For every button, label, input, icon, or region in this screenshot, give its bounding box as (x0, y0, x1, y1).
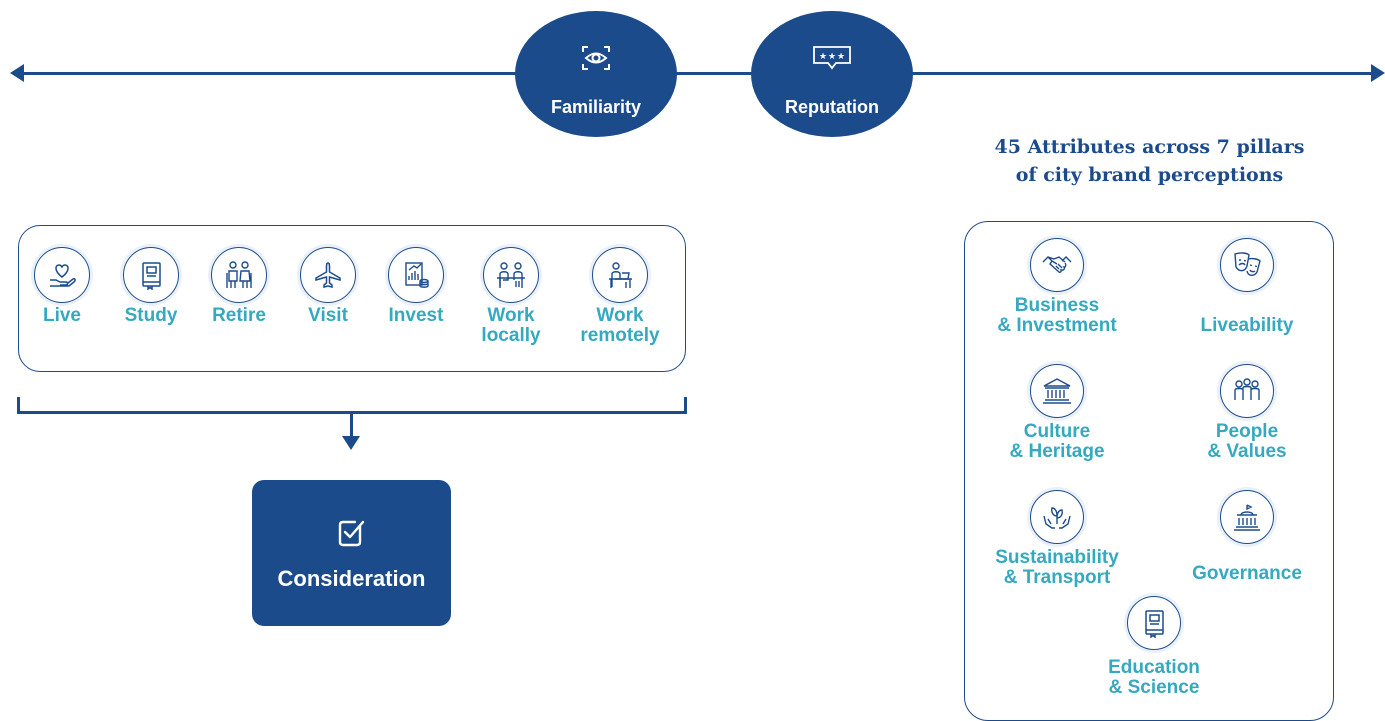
plant-hands-icon (1030, 490, 1084, 544)
investment-chart-icon (388, 247, 444, 303)
motivation-label: Visit (308, 305, 348, 326)
museum-icon (1030, 364, 1084, 418)
motivation-label: Work remotely (580, 305, 660, 346)
svg-text:★: ★ (828, 52, 836, 62)
reputation-label: Reputation (785, 97, 879, 117)
timeline-line (20, 72, 1372, 75)
heart-hand-icon (34, 247, 90, 303)
remote-worker-icon (592, 247, 648, 303)
pillar-governance: Governance (1157, 490, 1337, 584)
pillar-liveability: Liveability (1157, 238, 1337, 336)
handshake-icon (1030, 238, 1084, 292)
pillars-title: 45 Attributes across 7 pillars of city b… (962, 133, 1337, 189)
pillar-people-values: People & Values (1157, 364, 1337, 462)
checkbox-icon (252, 516, 451, 548)
bracket-stem (350, 412, 353, 438)
down-arrow-icon (342, 436, 360, 450)
motivation-work-remotely: Work remotely (565, 247, 675, 346)
pillar-business-investment: Business & Investment (967, 238, 1147, 336)
pillar-sustainability-transport: Sustainability & Transport (967, 490, 1147, 588)
pillar-label: Sustainability & Transport (995, 547, 1119, 588)
pillar-education-science: Education & Science (1064, 596, 1244, 698)
pillar-label: Education & Science (1108, 657, 1200, 698)
pillar-label: People & Values (1207, 421, 1287, 462)
motivation-invest: Invest (361, 247, 471, 326)
motivation-study: Study (96, 247, 206, 326)
elderly-couple-icon (211, 247, 267, 303)
bracket-left (17, 397, 20, 413)
bracket-right (684, 397, 687, 413)
pillar-label: Liveability (1200, 315, 1294, 336)
svg-text:★: ★ (837, 52, 845, 62)
pillar-label: Governance (1192, 563, 1302, 584)
capitol-building-icon (1220, 490, 1274, 544)
motivation-label: Work locally (481, 305, 541, 346)
book-icon (1127, 596, 1181, 650)
motivation-work-locally: Work locally (456, 247, 566, 346)
motivation-label: Study (124, 305, 178, 326)
pillar-label: Business & Investment (997, 295, 1117, 336)
motivation-label: Invest (388, 305, 444, 326)
pillar-label: Culture & Heritage (1009, 421, 1105, 462)
motivations-panel (18, 225, 686, 372)
book-icon (123, 247, 179, 303)
rating-stars-icon: ★★★ (751, 45, 913, 71)
timeline-arrow-left (10, 64, 24, 82)
eye-icon (515, 45, 677, 71)
office-worker-icon (483, 247, 539, 303)
motivation-label: Retire (212, 305, 266, 326)
consideration-label: Consideration (277, 566, 426, 591)
motivation-live: Live (7, 247, 117, 326)
timeline-arrow-right (1371, 64, 1385, 82)
consideration-box: Consideration (252, 480, 451, 626)
airplane-icon (300, 247, 356, 303)
theatre-masks-icon (1220, 238, 1274, 292)
pillar-culture-heritage: Culture & Heritage (967, 364, 1147, 462)
motivation-retire: Retire (184, 247, 294, 326)
svg-text:★: ★ (819, 52, 827, 62)
pillars-title-text: 45 Attributes across 7 pillars of city b… (994, 136, 1305, 186)
familiarity-label: Familiarity (550, 97, 642, 117)
motivation-visit: Visit (273, 247, 383, 326)
motivation-label: Live (42, 305, 82, 326)
familiarity-stage: Familiarity (515, 11, 677, 137)
reputation-stage: ★★★ Reputation (751, 11, 913, 137)
people-group-icon (1220, 364, 1274, 418)
